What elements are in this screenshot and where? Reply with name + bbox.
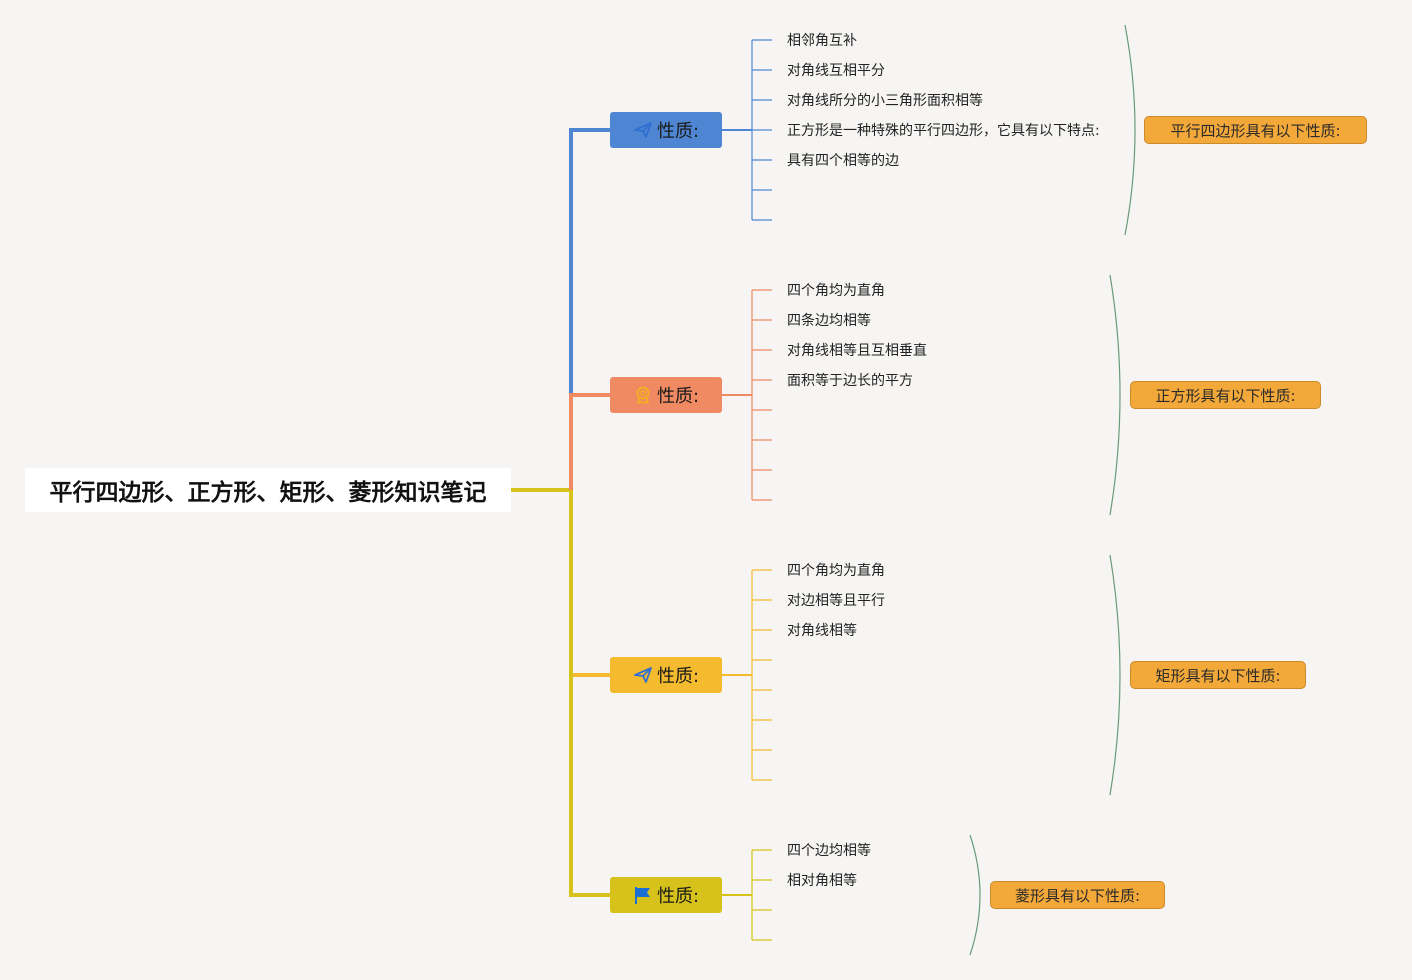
branch-label: 性质: xyxy=(656,666,700,687)
summary-label: 菱形具有以下性质: xyxy=(1014,886,1141,905)
branch-rectangle[interactable]: 性质: xyxy=(610,657,722,693)
flag-icon xyxy=(633,885,653,905)
root-title: 平行四边形、正方形、矩形、菱形知识笔记 xyxy=(49,480,487,506)
award-badge-icon xyxy=(633,385,653,405)
branch-rhombus[interactable]: 性质: xyxy=(610,877,722,913)
leaf-rectangle-1[interactable]: 四个角均为直角 xyxy=(787,563,885,579)
paper-plane-icon xyxy=(633,120,653,140)
leaf-square-1[interactable]: 四个角均为直角 xyxy=(787,283,885,299)
summary-parallelogram[interactable]: 平行四边形具有以下性质: xyxy=(1144,116,1367,144)
summary-bracket xyxy=(1109,274,1121,516)
branch-parallelogram[interactable]: 性质: xyxy=(610,112,722,148)
leaf-rhombus-2[interactable]: 相对角相等 xyxy=(787,873,857,889)
branch-connector xyxy=(569,393,610,490)
branch-square[interactable]: 性质: xyxy=(610,377,722,413)
branch-label: 性质: xyxy=(656,121,700,142)
summary-rhombus[interactable]: 菱形具有以下性质: xyxy=(990,881,1165,909)
branch-connector xyxy=(569,128,610,490)
summary-label: 平行四边形具有以下性质: xyxy=(1170,121,1341,140)
root-topic[interactable]: 平行四边形、正方形、矩形、菱形知识笔记 xyxy=(25,468,511,512)
leaf-parallelogram-4[interactable]: 正方形是一种特殊的平行四边形，它具有以下特点: xyxy=(787,123,1100,139)
leaf-parallelogram-3[interactable]: 对角线所分的小三角形面积相等 xyxy=(787,93,983,109)
summary-bracket xyxy=(1124,24,1136,236)
leaf-square-4[interactable]: 面积等于边长的平方 xyxy=(787,373,913,389)
branch-label: 性质: xyxy=(656,886,700,907)
summary-square[interactable]: 正方形具有以下性质: xyxy=(1130,381,1321,409)
leaf-rectangle-3[interactable]: 对角线相等 xyxy=(787,623,857,639)
paper-plane-icon xyxy=(633,665,653,685)
summary-label: 正方形具有以下性质: xyxy=(1155,386,1296,405)
leaf-parallelogram-1[interactable]: 相邻角互补 xyxy=(787,33,857,49)
branch-connector xyxy=(569,490,610,897)
summary-label: 矩形具有以下性质: xyxy=(1155,666,1281,685)
summary-rectangle[interactable]: 矩形具有以下性质: xyxy=(1130,661,1306,689)
branch-label: 性质: xyxy=(656,386,700,407)
leaf-rhombus-1[interactable]: 四个边均相等 xyxy=(787,843,871,859)
leaf-square-2[interactable]: 四条边均相等 xyxy=(787,313,871,329)
summary-bracket xyxy=(1109,554,1121,796)
leaf-square-3[interactable]: 对角线相等且互相垂直 xyxy=(787,343,927,359)
leaf-parallelogram-5[interactable]: 具有四个相等的边 xyxy=(787,153,899,169)
leaf-parallelogram-2[interactable]: 对角线互相平分 xyxy=(787,63,885,79)
summary-bracket xyxy=(969,834,981,956)
leaf-rectangle-2[interactable]: 对边相等且平行 xyxy=(787,593,885,609)
branch-connector xyxy=(569,490,610,677)
